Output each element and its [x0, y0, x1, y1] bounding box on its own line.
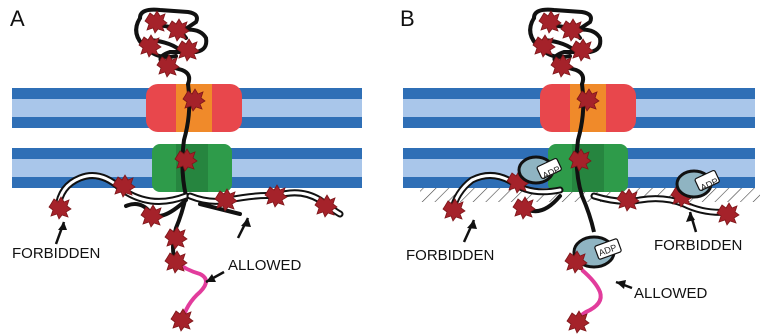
svg-text:FORBIDDEN: FORBIDDEN: [12, 245, 100, 262]
svg-text:ALLOWED: ALLOWED: [228, 257, 302, 274]
panel-a-letter: A: [10, 6, 25, 31]
allowed-label-a: ALLOWED: [206, 218, 302, 282]
forbidden-label-left-b: FORBIDDEN: [406, 220, 494, 264]
panel-a: A: [10, 6, 362, 331]
svg-text:FORBIDDEN: FORBIDDEN: [406, 247, 494, 264]
panel-b: B: [400, 6, 760, 333]
forbidden-label-a: FORBIDDEN: [12, 222, 100, 262]
allowed-label-b: ALLOWED: [616, 280, 708, 302]
svg-text:ALLOWED: ALLOWED: [634, 285, 708, 302]
svg-text:FORBIDDEN: FORBIDDEN: [654, 237, 742, 254]
panel-b-letter: B: [400, 6, 415, 31]
